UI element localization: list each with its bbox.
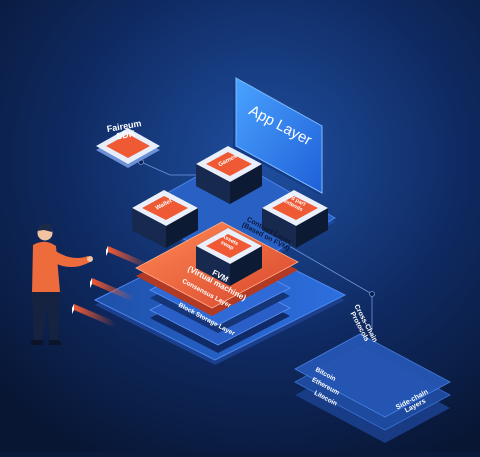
- side-chain-stack: [294, 333, 451, 443]
- data-stream-bars: [72, 246, 150, 328]
- sdk-tile: [96, 128, 160, 168]
- person-figure: [30, 223, 93, 345]
- server-games: [196, 146, 262, 204]
- server-assets-swap: [196, 228, 262, 286]
- app-layer-panel: [233, 77, 323, 195]
- server-wallet: [132, 190, 198, 248]
- server-third-party: [262, 190, 328, 248]
